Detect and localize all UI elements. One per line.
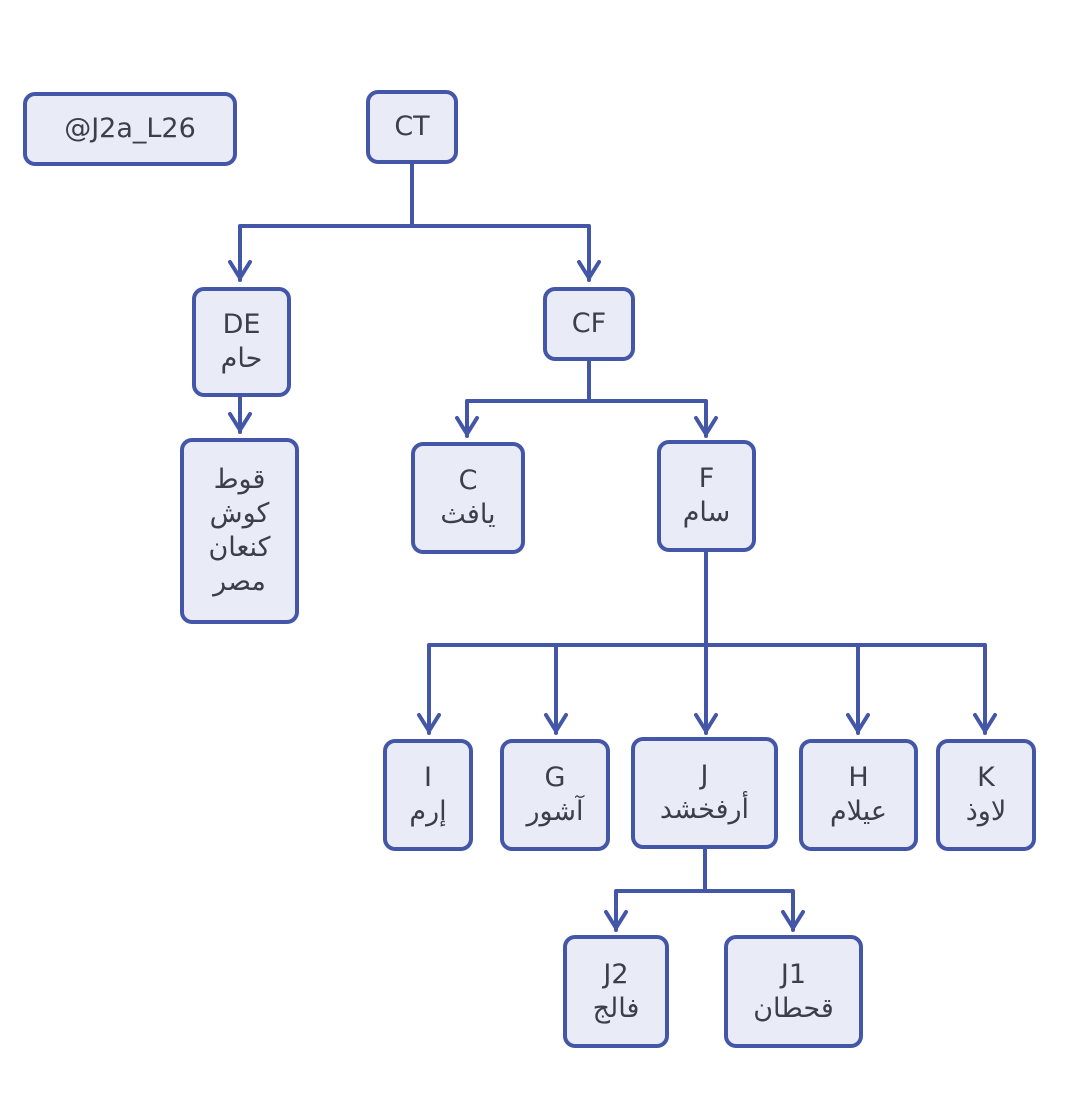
node-de-code: DE — [222, 309, 261, 340]
node-j-name: أرفخشد — [659, 794, 750, 825]
edge-f-k — [704, 643, 987, 735]
node-de-name: حام — [220, 343, 263, 374]
edge-cf-c — [465, 358, 591, 438]
node-g: G آشور — [500, 739, 610, 851]
node-j2: J2 فالج — [563, 935, 669, 1048]
node-g-code: G — [544, 762, 566, 793]
node-j2-code: J2 — [603, 958, 629, 990]
node-k-name: لاوذ — [965, 796, 1007, 827]
edge-j-j1 — [703, 889, 795, 932]
node-j-code: J — [700, 760, 709, 791]
node-c: C يافث — [411, 442, 525, 554]
node-k-code: K — [977, 762, 995, 793]
arrowhead-j1 — [781, 910, 805, 930]
node-de: DE حام — [192, 287, 291, 397]
node-g-name: آشور — [526, 796, 584, 827]
arrowhead-g — [544, 713, 568, 733]
node-j2-name: فالج — [592, 992, 640, 1024]
edge-ct-cf — [410, 224, 591, 282]
edge-ct-de — [238, 161, 414, 282]
arrowhead-h — [846, 713, 870, 733]
node-f-code: F — [698, 463, 715, 494]
arrowhead-de — [228, 260, 252, 280]
node-i: I إرم — [383, 739, 473, 851]
node-c-name: يافث — [440, 499, 496, 530]
node-j1: J1 قحطان — [724, 935, 863, 1048]
node-de-child-1: قوط — [213, 464, 266, 495]
node-ct: CT — [366, 90, 458, 164]
node-h-name: عيلام — [829, 796, 888, 827]
watermark-label: @J2a_L26 — [23, 92, 237, 166]
arrowhead-i — [417, 713, 441, 733]
edge-f-g — [554, 643, 708, 735]
node-c-code: C — [458, 465, 478, 496]
node-j: J أرفخشد — [631, 737, 778, 849]
arrowhead-de-children — [228, 412, 252, 432]
node-de-child-2: كوش — [209, 498, 270, 529]
arrowhead-k — [973, 713, 997, 733]
edge-f-h — [704, 643, 860, 735]
node-de-child-4: مصر — [213, 566, 266, 597]
node-ct-code: CT — [394, 111, 430, 142]
edge-f-i — [427, 643, 708, 735]
node-j1-code: J1 — [780, 958, 807, 990]
node-de-child-3: كنعان — [208, 532, 271, 563]
node-f: F سام — [657, 440, 756, 552]
edge-j-j2 — [614, 846, 707, 932]
node-h-code: H — [848, 762, 869, 793]
node-i-code: I — [424, 762, 432, 793]
arrowhead-j — [694, 713, 718, 733]
node-k: K لاوذ — [936, 739, 1036, 851]
node-h: H عيلام — [799, 739, 918, 851]
node-f-name: سام — [682, 497, 731, 528]
arrowhead-cf — [577, 260, 601, 280]
arrowhead-c — [455, 416, 479, 436]
node-cf-code: CF — [571, 308, 607, 339]
node-cf: CF — [543, 287, 635, 361]
arrowhead-f — [694, 416, 718, 436]
node-de-children: قوط كوش كنعان مصر — [180, 438, 299, 624]
watermark-text: @J2a_L26 — [64, 113, 196, 144]
node-i-name: إرم — [409, 796, 447, 827]
arrowhead-j2 — [604, 910, 628, 930]
edge-cf-f — [587, 399, 708, 438]
node-j1-name: قحطان — [753, 992, 834, 1024]
